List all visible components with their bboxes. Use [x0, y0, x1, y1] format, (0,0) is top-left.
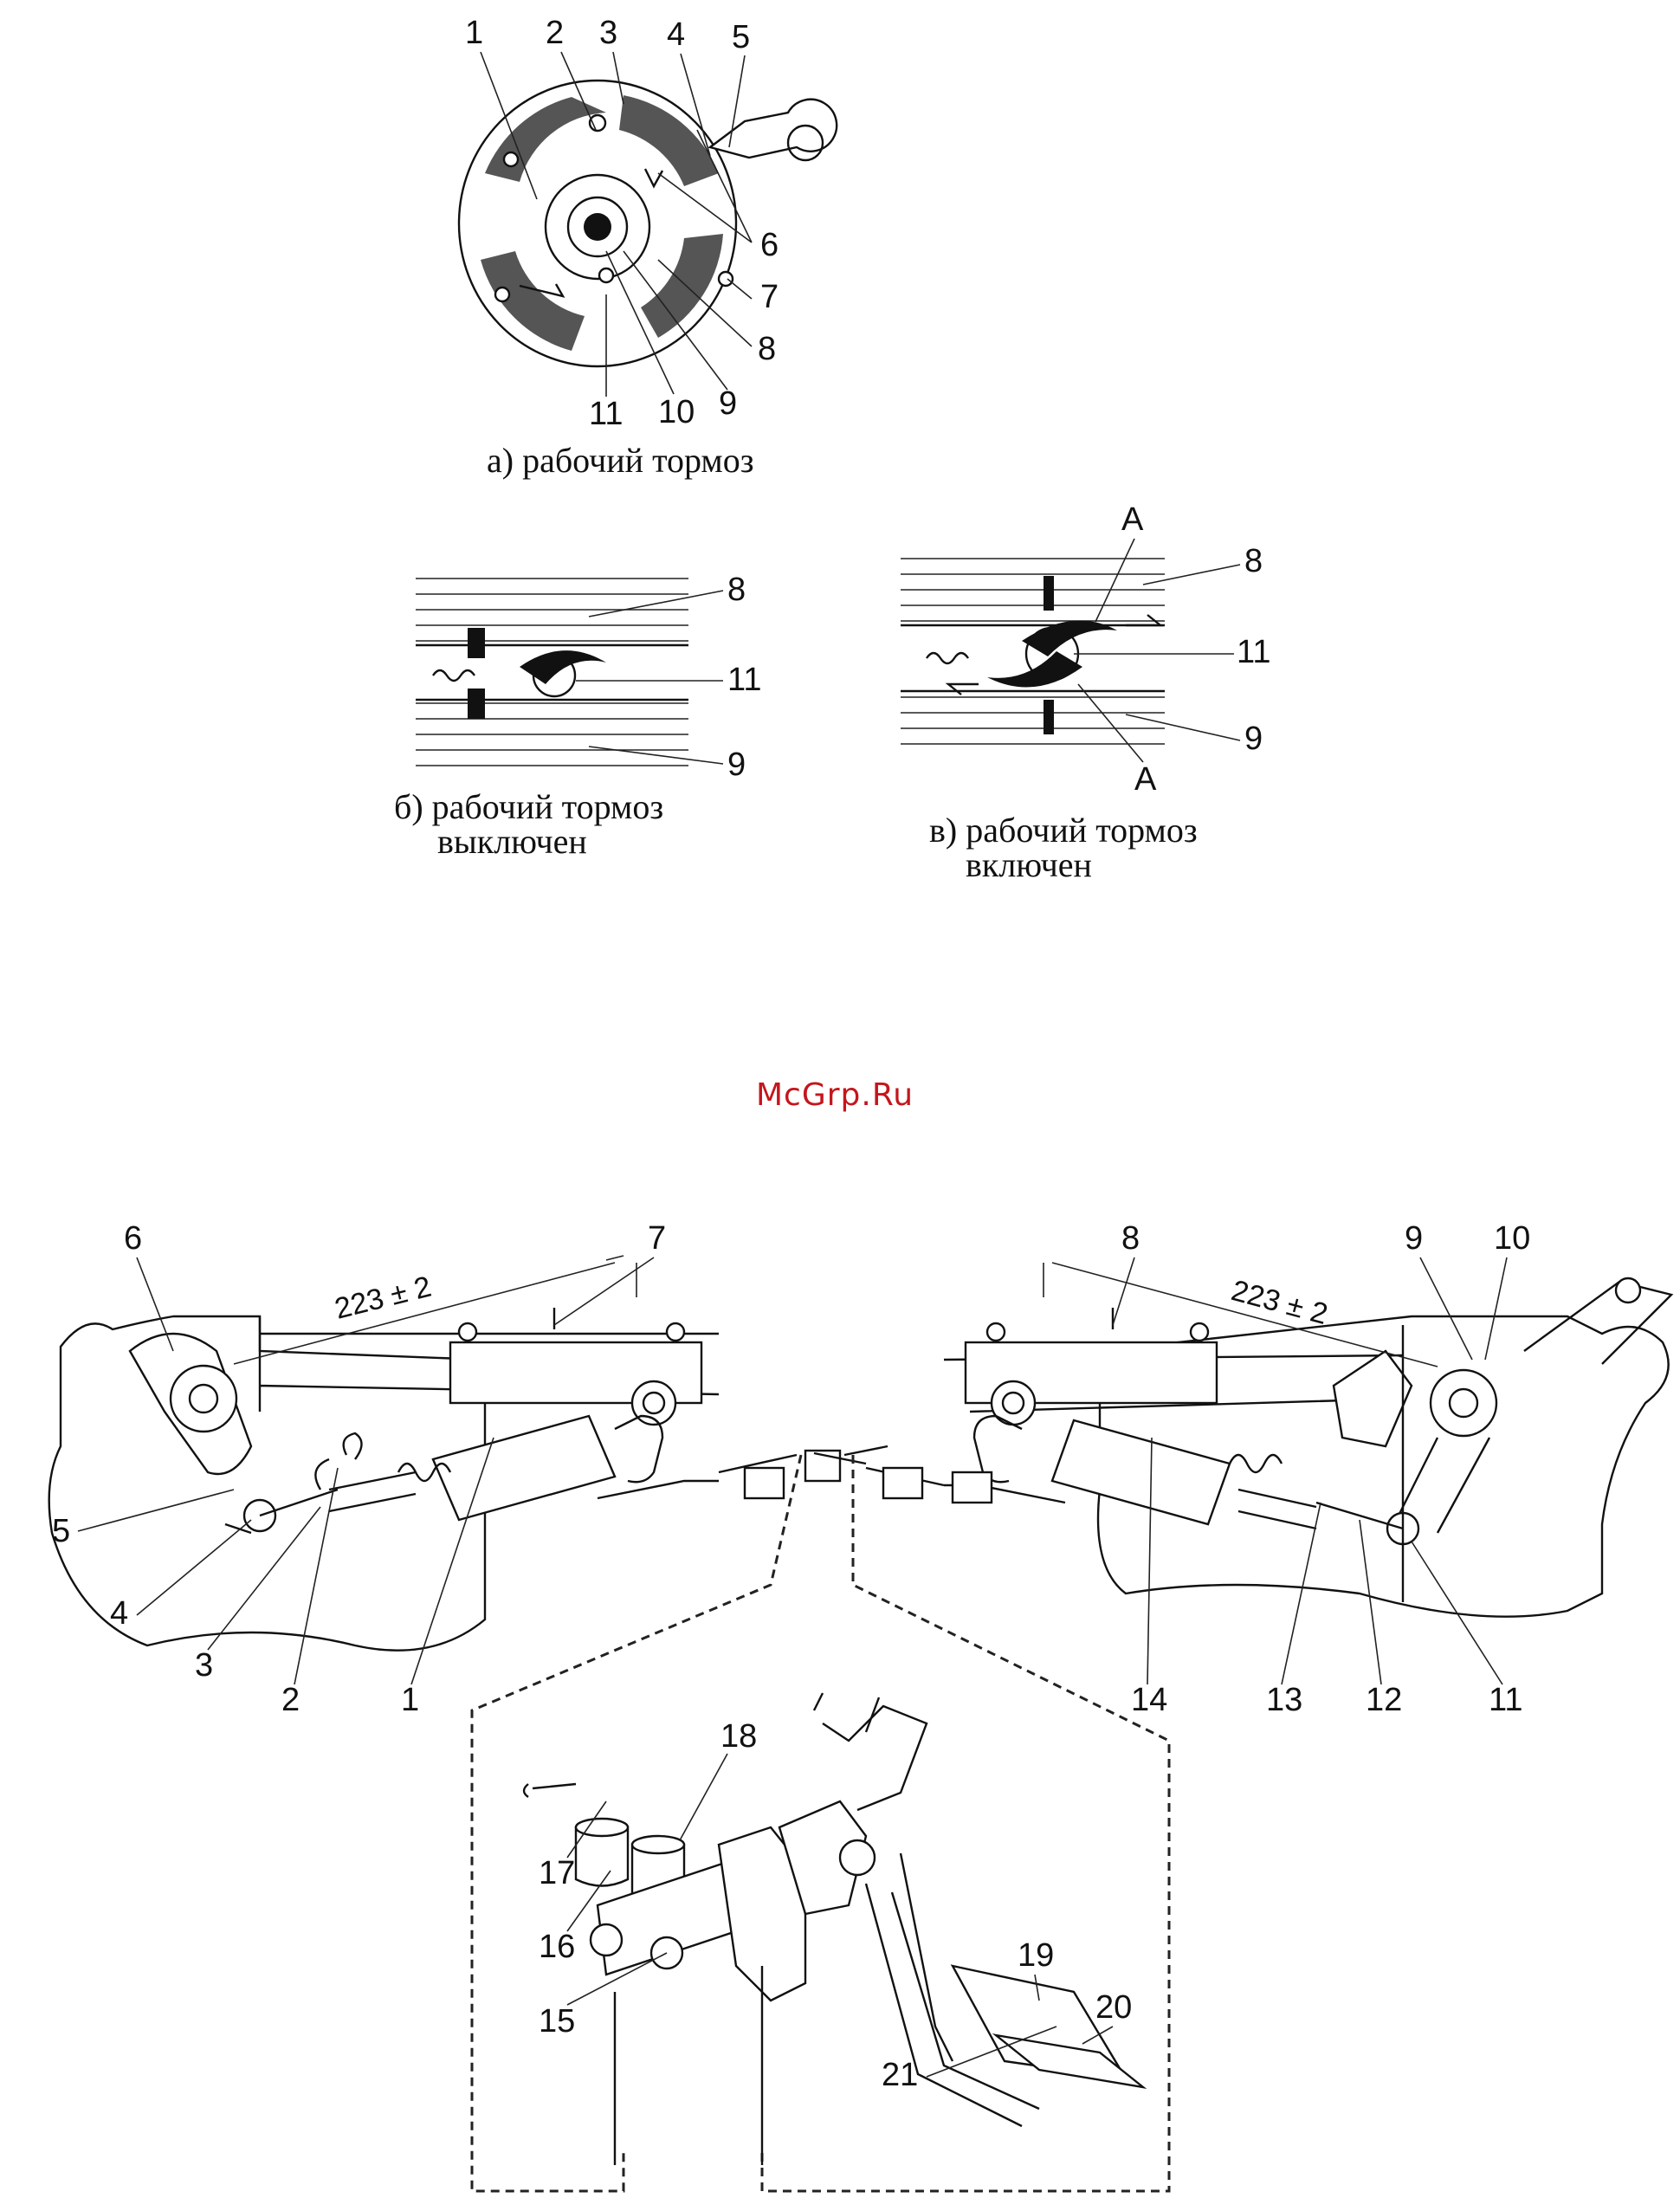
callout-l-5: 5 — [52, 1513, 70, 1549]
right-cylinder-assembly — [814, 1278, 1671, 1617]
callout-a-11: 11 — [589, 396, 623, 432]
callout-r-13: 13 — [1266, 1682, 1302, 1718]
callout-a-6: 6 — [760, 227, 779, 263]
figure-b-brake-off — [416, 579, 688, 766]
figure-b-callouts: 8 11 9 б) рабочий тормоз выключен — [394, 572, 761, 861]
callout-c-A-top: A — [1121, 501, 1144, 538]
callout-c-9: 9 — [1244, 721, 1263, 757]
callout-a-10: 10 — [658, 394, 695, 430]
callout-p-20: 20 — [1095, 1989, 1132, 2026]
callout-a-5: 5 — [732, 19, 750, 55]
callout-b-8: 8 — [727, 572, 746, 608]
callout-r-9: 9 — [1405, 1220, 1423, 1257]
callout-r-11: 11 — [1489, 1682, 1522, 1718]
figure-a-caption: а) рабочий тормоз — [487, 441, 754, 480]
callout-l-1: 1 — [401, 1682, 419, 1718]
callout-a-7: 7 — [760, 279, 779, 315]
callout-a-1: 1 — [465, 15, 483, 51]
callout-a-9: 9 — [719, 385, 737, 422]
dimension-left-label: 223 ± 2 — [332, 1270, 435, 1326]
callout-l-3: 3 — [195, 1647, 213, 1684]
callout-a-2: 2 — [546, 15, 564, 51]
dimension-right-label: 223 ± 2 — [1228, 1274, 1331, 1331]
callout-c-11: 11 — [1237, 634, 1270, 670]
callout-l-4: 4 — [110, 1595, 128, 1632]
figure-a-brake-assembly — [459, 81, 837, 366]
left-cylinder-assembly — [49, 1308, 888, 1651]
callout-p-21: 21 — [882, 2057, 918, 2093]
watermark: McGrp.Ru — [756, 1077, 914, 1113]
figure-b-caption-line2: выключен — [437, 822, 587, 861]
callout-a-8: 8 — [758, 331, 776, 367]
callout-p-16: 16 — [539, 1929, 575, 1965]
callout-a-3: 3 — [599, 15, 617, 51]
callout-l-2: 2 — [281, 1682, 300, 1718]
callout-l-6: 6 — [124, 1220, 142, 1257]
callout-b-9: 9 — [727, 747, 746, 783]
callout-p-19: 19 — [1018, 1937, 1054, 1974]
callout-r-8: 8 — [1121, 1220, 1140, 1257]
callout-l-7: 7 — [648, 1220, 666, 1257]
callout-p-18: 18 — [720, 1718, 757, 1755]
callout-a-4: 4 — [667, 16, 685, 53]
callout-c-A-bottom: A — [1134, 761, 1157, 798]
callout-r-10: 10 — [1494, 1220, 1530, 1257]
callout-c-8: 8 — [1244, 543, 1263, 579]
callout-p-15: 15 — [539, 2003, 575, 2040]
figure-c-caption-line2: включен — [966, 845, 1092, 884]
callout-r-12: 12 — [1366, 1682, 1402, 1718]
figure-c-brake-on — [901, 559, 1165, 744]
callout-b-11: 11 — [727, 662, 761, 698]
figure-c-caption-line1: в) рабочий тормоз — [929, 811, 1198, 850]
pedal-assembly — [524, 1693, 1143, 2165]
callout-r-14: 14 — [1131, 1682, 1167, 1718]
figure-b-caption-line1: б) рабочий тормоз — [394, 787, 663, 826]
callout-p-17: 17 — [539, 1855, 575, 1891]
